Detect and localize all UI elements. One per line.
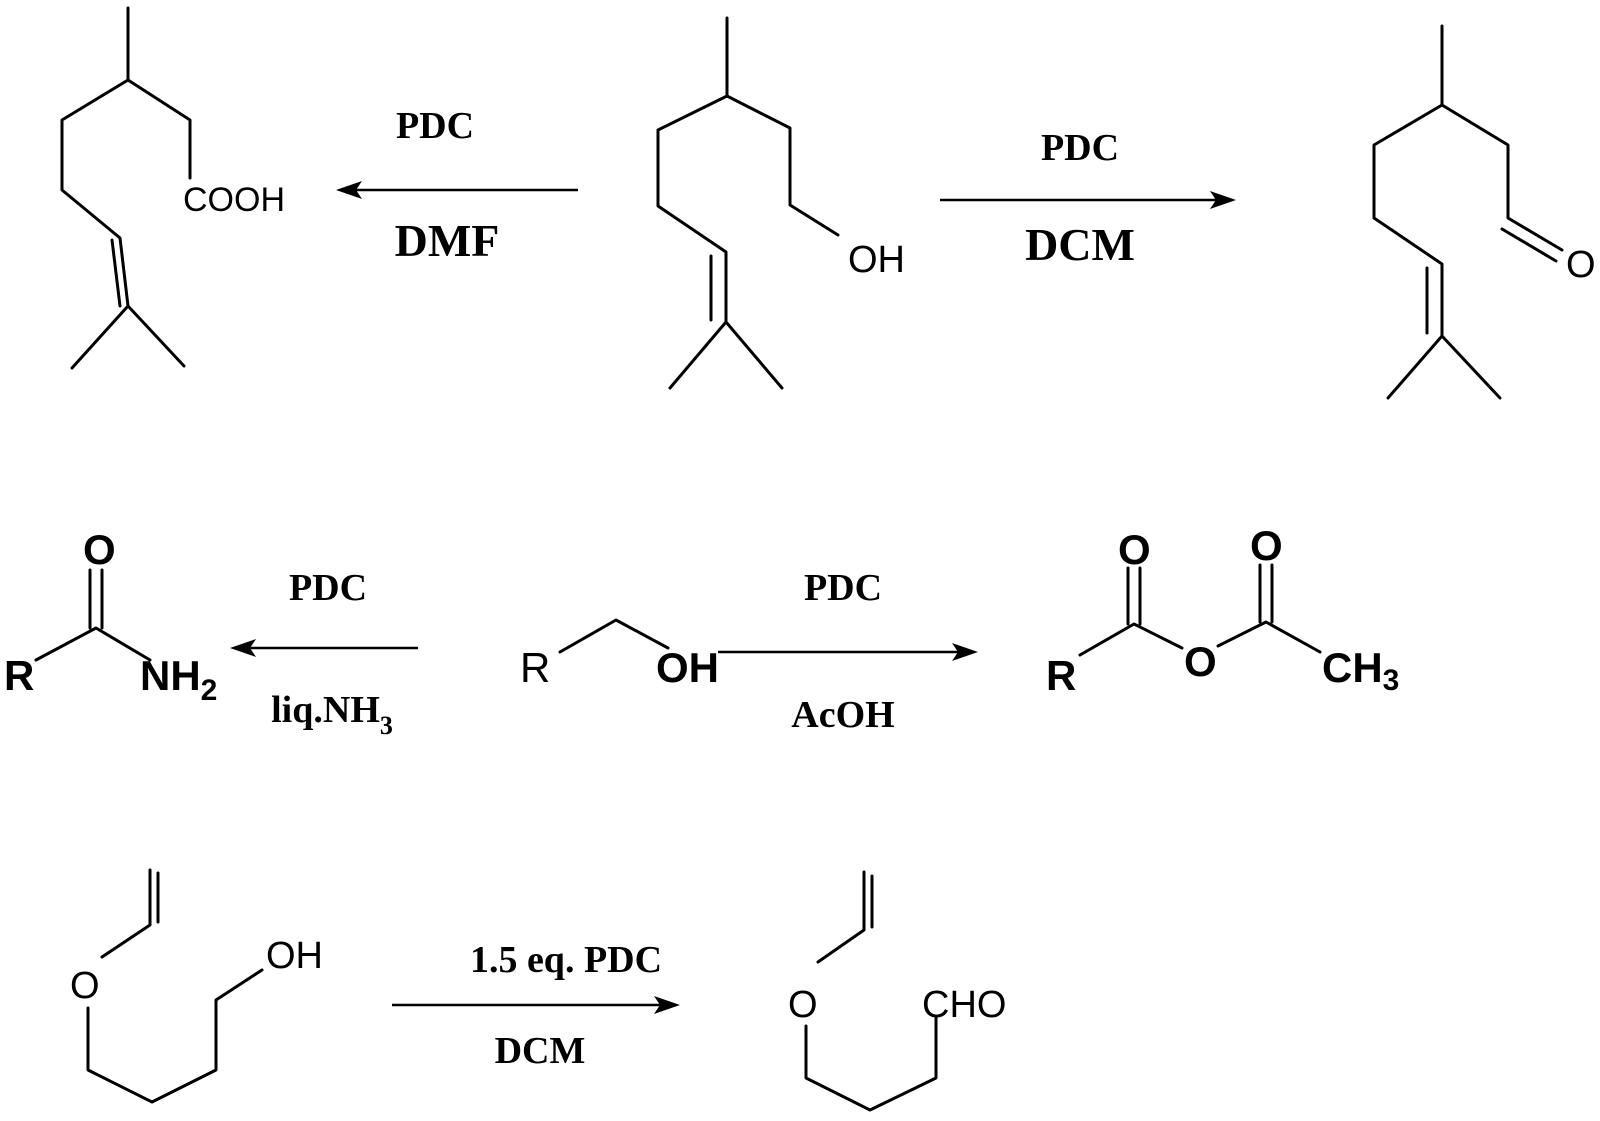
- reagent-dcm-2: DCM: [495, 1030, 586, 1072]
- amide-structure: R O NH2: [4, 526, 217, 707]
- alcohol-r-label: R: [520, 644, 550, 691]
- ether-o-label-reactant: O: [70, 965, 100, 1007]
- anhydride-bridge-o-label: O: [1184, 638, 1217, 685]
- citronellic-acid-structure: COOH: [60, 6, 285, 370]
- reagent-pdc-4: PDC: [804, 567, 882, 609]
- reagent-dcm-1: DCM: [1025, 219, 1135, 270]
- butanol-oh-label: OH: [266, 935, 323, 977]
- cooh-label: COOH: [183, 181, 285, 219]
- oh-label-citronellol: OH: [848, 239, 905, 281]
- vinyloxy-butanol-structure: O OH: [70, 868, 323, 1104]
- mixed-anhydride-structure: R O O O CH3: [1046, 522, 1399, 699]
- anhydride-o2-label: O: [1250, 522, 1283, 569]
- ether-o-label-product: O: [788, 984, 818, 1026]
- reagent-acoh: AcOH: [791, 694, 894, 736]
- reagent-pdc-2: PDC: [1041, 127, 1119, 169]
- alcohol-oh-label: OH: [656, 644, 719, 691]
- vinyloxy-butanal-structure: O CHO: [788, 870, 1006, 1112]
- reagent-1-5-eq-pdc: 1.5 eq. PDC: [470, 939, 662, 981]
- cho-label: CHO: [922, 984, 1006, 1026]
- reagent-pdc-1: PDC: [396, 105, 474, 147]
- arrow-to-acid: PDC DMF: [336, 105, 578, 266]
- reagent-pdc-3: PDC: [289, 567, 367, 609]
- arrow-to-vinyloxy-butanal: 1.5 eq. PDC DCM: [392, 939, 680, 1072]
- aldehyde-o-label: O: [1566, 244, 1596, 286]
- amide-nh2-label: NH2: [140, 652, 217, 707]
- reagent-dmf: DMF: [395, 215, 500, 266]
- citronellol-structure: OH: [656, 16, 905, 390]
- arrow-to-anhydride: PDC AcOH: [718, 567, 978, 736]
- amide-r-label: R: [4, 652, 34, 699]
- arrow-to-aldehyde: PDC DCM: [940, 127, 1236, 270]
- reagent-liq-nh3: liq.NH3: [271, 689, 393, 740]
- anhydride-r-label: R: [1046, 652, 1076, 699]
- citronellal-structure: O: [1372, 24, 1596, 400]
- amide-o-label: O: [83, 526, 116, 573]
- primary-alcohol-structure: R OH: [520, 618, 719, 691]
- anhydride-ch3-label: CH3: [1322, 644, 1399, 697]
- anhydride-o1-label: O: [1118, 526, 1151, 573]
- arrow-to-amide: PDC liq.NH3: [230, 567, 418, 740]
